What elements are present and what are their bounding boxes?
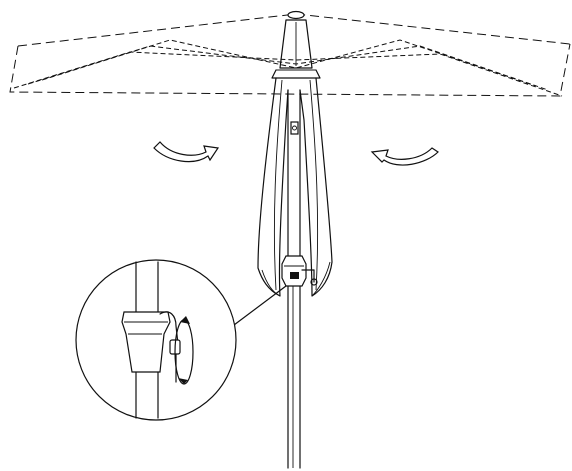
- detail-leader-line: [229, 285, 287, 329]
- rotation-arrow-left: [153, 141, 220, 163]
- crank-handle: [281, 255, 318, 287]
- closed-canopy: [257, 19, 333, 297]
- open-canopy-outline: [9, 10, 571, 97]
- crank-detail-magnifier: [75, 259, 237, 421]
- rotation-arrow-right: [370, 147, 439, 166]
